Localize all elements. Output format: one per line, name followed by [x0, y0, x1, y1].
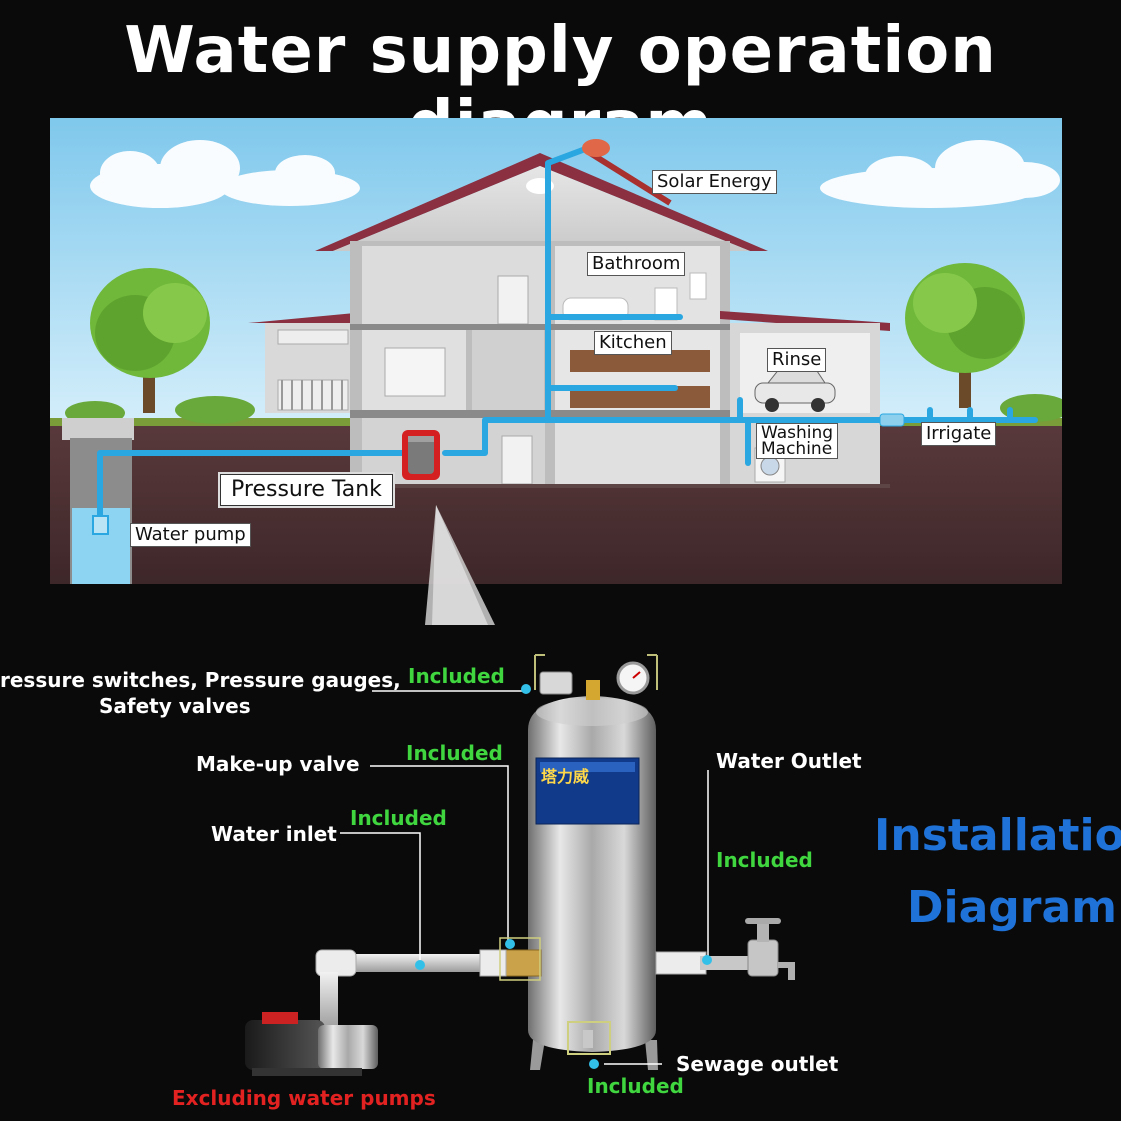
sewage-valve-icon [567, 1021, 611, 1055]
sewage-outlet-label: Sewage outlet [676, 1052, 839, 1076]
installation-section: 塔力威 ressure switches, Pressure gauges, S… [0, 600, 1121, 1121]
label-washing-machine: Washing Machine [756, 423, 839, 459]
pressure-switches-label-1: ressure switches, Pressure gauges, [0, 668, 401, 692]
pressure-switches-label-2: Safety valves [99, 694, 251, 718]
water-pump-icon [245, 1012, 378, 1076]
water-inlet-label: Water inlet [211, 822, 337, 846]
zoom-connector [425, 505, 495, 625]
included-water-outlet: Included [716, 848, 813, 872]
marker-water-outlet [702, 955, 712, 965]
included-water-inlet: Included [350, 806, 447, 830]
marker-water-inlet [415, 960, 425, 970]
makeup-valve-icon [504, 949, 542, 977]
water-outlet-label: Water Outlet [716, 749, 862, 773]
label-water-pump: Water pump [130, 523, 251, 547]
pressure-tank-icon [402, 430, 440, 480]
label-rinse: Rinse [767, 348, 827, 372]
faucet-icon [745, 918, 795, 980]
tank-brand: 塔力威 [541, 767, 590, 786]
label-kitchen: Kitchen [594, 331, 672, 355]
water-pump-icon [92, 515, 109, 535]
marker-pressure-switch [521, 684, 531, 694]
included-makeup-valve: Included [406, 741, 503, 765]
tree-left [65, 268, 255, 425]
installation-heading-1: Installation [874, 810, 1121, 861]
included-pressure-switches: Included [408, 664, 505, 688]
solar-heater-icon [582, 139, 672, 206]
installation-illustration [245, 654, 795, 1076]
tree-right [905, 263, 1062, 422]
label-solar-energy: Solar Energy [652, 170, 777, 194]
installation-heading-2: Diagram [907, 882, 1118, 933]
label-pressure-tank: Pressure Tank [220, 474, 393, 506]
porch [248, 313, 355, 413]
cloud-left [90, 140, 360, 208]
marker-sewage-outlet [589, 1059, 599, 1069]
pressure-switch-icon [539, 671, 573, 695]
water-pipes [97, 145, 1038, 526]
marker-makeup-valve [505, 939, 515, 949]
makeup-valve-label: Make-up valve [196, 752, 360, 776]
label-washing-line1: Washing [761, 423, 834, 443]
cloud-right [820, 140, 1060, 208]
house-scene: Solar Energy Bathroom Kitchen Rinse Wash… [50, 118, 1062, 584]
label-irrigate: Irrigate [921, 422, 997, 446]
irrigate-valve [879, 413, 905, 427]
label-washing-line2: Machine [761, 439, 833, 459]
excluding-pumps-label: Excluding water pumps [172, 1086, 436, 1110]
included-sewage-outlet: Included [587, 1074, 684, 1098]
label-bathroom: Bathroom [587, 252, 686, 276]
pressure-tank-body [528, 696, 656, 1052]
